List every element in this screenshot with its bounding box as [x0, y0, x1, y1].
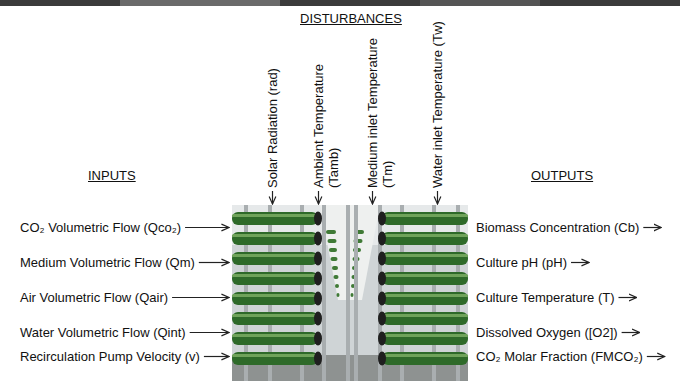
culture-tube: [382, 212, 468, 225]
tube-highlight: [232, 234, 318, 237]
frame-pole: [354, 205, 358, 381]
output-signal: Biomass Concentration (Cb): [476, 220, 639, 235]
tube-highlight: [382, 234, 468, 237]
tube-highlight: [382, 274, 468, 277]
tube-bend: [378, 352, 386, 366]
disturbance-signal: Ambient Temperature (Tamb): [311, 28, 341, 188]
output-signal: Culture Temperature (T): [476, 290, 614, 305]
signal-arrow: [571, 262, 589, 263]
tube-highlight: [232, 354, 318, 357]
far-tube: [328, 239, 337, 243]
tube-highlight: [382, 254, 468, 257]
tube-bend: [378, 292, 386, 306]
culture-tube: [382, 272, 468, 285]
culture-tube: [232, 212, 318, 225]
tube-highlight: [232, 254, 318, 257]
frame-pole: [346, 205, 350, 381]
group-heading: INPUTS: [88, 168, 136, 183]
culture-tube: [382, 292, 468, 305]
signal-arrow: [647, 356, 665, 357]
culture-tube: [232, 352, 318, 365]
signal-arrow: [618, 297, 636, 298]
far-tube: [351, 293, 354, 297]
disturbance-signal: Medium inlet Temperature (Tm): [365, 28, 395, 188]
tube-highlight: [382, 314, 468, 317]
top-strip: [0, 0, 680, 6]
tube-bend: [314, 212, 322, 226]
far-tube: [329, 248, 337, 252]
far-tube: [332, 266, 338, 270]
signal-arrow: [190, 332, 229, 333]
tube-bend: [378, 272, 386, 286]
culture-tube: [232, 272, 318, 285]
input-signal: Medium Volumetric Flow (Qm): [20, 255, 195, 270]
tube-highlight: [382, 294, 468, 297]
culture-tube: [382, 352, 468, 365]
tube-highlight: [232, 214, 318, 217]
culture-tube: [382, 312, 468, 325]
culture-tube: [382, 232, 468, 245]
group-heading: DISTURBANCES: [300, 11, 402, 26]
tube-bend: [314, 232, 322, 246]
signal-arrow: [643, 227, 661, 228]
tube-bend: [314, 312, 322, 326]
tube-bend: [314, 252, 322, 266]
input-signal: Air Volumetric Flow (Qair): [20, 290, 168, 305]
signal-arrow: [199, 262, 229, 263]
frame-pole: [322, 205, 326, 381]
signal-arrow: [437, 191, 438, 204]
far-tube: [326, 230, 336, 234]
tube-bend: [378, 252, 386, 266]
tube-highlight: [232, 294, 318, 297]
signal-arrow: [185, 227, 229, 228]
input-signal: CO₂ Volumetric Flow (Qco₂): [20, 220, 181, 235]
input-signal: Recirculation Pump Velocity (v): [20, 349, 200, 364]
culture-tube: [382, 252, 468, 265]
culture-tube: [232, 292, 318, 305]
output-signal: CO₂ Molar Fraction (FMCO₂): [476, 349, 643, 364]
tube-bend: [378, 232, 386, 246]
tube-highlight: [232, 314, 318, 317]
tube-highlight: [232, 274, 318, 277]
top-strip: [420, 0, 540, 6]
tube-highlight: [382, 354, 468, 357]
culture-tube: [232, 232, 318, 245]
tube-highlight: [382, 334, 468, 337]
signal-arrow: [204, 356, 229, 357]
group-heading: OUTPUTS: [531, 168, 593, 183]
top-strip: [120, 0, 280, 6]
tube-bend: [314, 352, 322, 366]
far-tube: [337, 293, 340, 297]
tube-bend: [378, 212, 386, 226]
tube-bend: [378, 332, 386, 346]
disturbance-signal: Solar Radiation (rad): [265, 68, 280, 188]
far-tube: [334, 275, 339, 279]
far-tube: [331, 257, 338, 261]
signal-arrow: [318, 191, 319, 204]
culture-tube: [232, 312, 318, 325]
photo-ground: [232, 205, 468, 381]
tube-bend: [314, 292, 322, 306]
tube-bend: [314, 272, 322, 286]
signal-arrow: [622, 332, 640, 333]
signal-arrow: [172, 297, 229, 298]
tube-bend: [378, 312, 386, 326]
tube-highlight: [382, 214, 468, 217]
signal-arrow: [372, 191, 373, 204]
tube-bend: [314, 332, 322, 346]
input-signal: Water Volumetric Flow (Qint): [20, 325, 186, 340]
tube-highlight: [232, 334, 318, 337]
signal-arrow: [272, 191, 273, 204]
culture-tube: [232, 332, 318, 345]
disturbance-signal: Water inlet Temperature (Tw): [430, 21, 445, 188]
output-signal: Culture pH (pH): [476, 255, 567, 270]
far-tube: [335, 284, 339, 288]
culture-tube: [382, 332, 468, 345]
output-signal: Dissolved Oxygen ([O2]): [476, 325, 618, 340]
culture-tube: [232, 252, 318, 265]
